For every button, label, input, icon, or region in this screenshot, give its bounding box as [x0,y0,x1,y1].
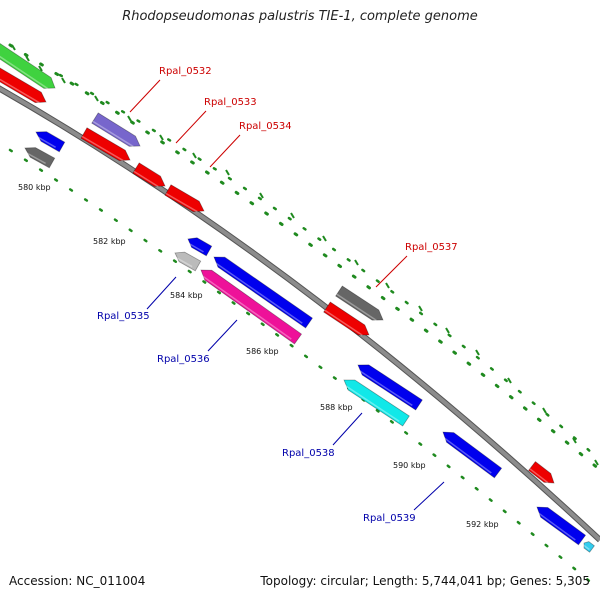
guide-dash [418,305,423,312]
guide-dash [127,115,132,122]
guide-dash [38,65,43,72]
guide-dash [507,377,512,384]
gene-label-leader [209,134,241,168]
tick-label: 582 kbp [93,237,126,246]
gene-feature-highlight [172,255,193,268]
guide-dash [475,349,480,356]
gene-label[interactable]: Rpal_0535 [97,311,150,322]
map-title: Rhodopseudomonas palustris TIE-1, comple… [122,9,478,24]
guide-dash [11,44,16,51]
guide-dash [572,437,577,444]
gene-label-leader [375,255,408,288]
guide-dash [322,235,327,242]
guide-dash [290,212,295,219]
gene-feature-highlight [33,134,56,148]
gene-feature-highlight [336,293,377,322]
gene-feature-arrow[interactable] [35,131,66,153]
gene-feature-highlight [198,272,292,340]
gene-feature-arrow[interactable] [442,431,503,479]
guide-dash [594,459,599,466]
gene-feature-arrow[interactable] [200,269,303,345]
gene-feature-arrow[interactable] [187,237,213,257]
gene-feature-arrow[interactable] [24,147,56,169]
guide-track-1 [8,43,600,472]
gene-label-leader [146,276,177,310]
gene-feature-arrow[interactable] [174,251,202,272]
tick-label: 590 kbp [393,461,426,470]
gene-feature-arrow[interactable] [335,285,384,321]
gene-feature-highlight [165,192,198,213]
gene-label[interactable]: Rpal_0534 [239,121,292,132]
guide-dash [542,407,547,414]
tick-label: 586 kbp [246,347,279,356]
gene-label-leader [207,319,238,352]
gene-feature-arrow[interactable] [80,127,131,162]
gene-feature-arrow[interactable] [0,43,56,89]
gene-feature-highlight [582,543,590,551]
scale-ticks: 580 kbp 582 kbp 584 kbp 586 kbp 588 kbp 590 k… [18,183,499,529]
gene-feature-highlight [529,468,549,484]
gene-features [0,43,595,553]
tick-label: 588 kbp [320,403,353,412]
gene-feature-highlight [0,55,49,90]
gene-feature-highlight [81,135,124,162]
gene-feature-arrow[interactable] [0,67,47,104]
gene-label-leader [332,412,363,446]
gene-label[interactable]: Rpal_0533 [204,97,257,108]
gene-label-leader [129,79,161,113]
gene-feature-highlight [0,78,40,104]
gene-feature-highlight [185,241,204,253]
tick-label: 580 kbp [18,183,51,192]
gene-feature-arrow[interactable] [343,379,410,427]
gene-feature-arrow[interactable] [357,364,423,411]
gene-feature-highlight [341,382,400,423]
gene-feature-highlight [440,434,492,474]
gene-label[interactable]: Rpal_0539 [363,513,416,524]
gene-feature-highlight [355,367,413,407]
tick-label: 592 kbp [466,520,499,529]
gene-feature-arrow[interactable] [132,162,166,187]
guide-dash [94,95,99,102]
guide-dash [61,77,66,84]
guide-dash [354,259,359,266]
gene-feature-highlight [92,120,134,148]
gene-label-leader [175,110,207,144]
gene-feature-arrow[interactable] [91,112,141,147]
gene-label[interactable]: Rpal_0537 [405,242,458,253]
gene-feature-arrow[interactable] [583,541,595,553]
guide-dash [192,152,197,159]
gene-feature-arrow[interactable] [528,461,555,484]
gene-label[interactable]: Rpal_0538 [282,448,335,459]
gene-label[interactable]: Rpal_0536 [157,354,210,365]
accession-text: Accession: NC_011004 [9,574,146,588]
gene-feature-arrow[interactable] [323,301,370,336]
tick-label: 584 kbp [170,291,203,300]
guide-dash [259,192,264,199]
gene-labels: Rpal_0532Rpal_0533Rpal_0534Rpal_0537Rpal… [97,66,458,524]
gene-feature-highlight [211,259,303,324]
guide-dash [225,169,230,176]
gene-feature-highlight [324,309,363,336]
gene-feature-highlight [534,509,576,541]
dotted-guide-tracks [8,43,600,592]
guide-dash [445,327,450,334]
gene-feature-arrow[interactable] [164,184,205,213]
guide-dash [385,282,390,289]
guide-dash [25,55,30,62]
guide-dash [159,134,164,141]
gene-label[interactable]: Rpal_0532 [159,66,212,77]
genome-summary-text: Topology: circular; Length: 5,744,041 bp… [260,574,590,588]
gene-feature-highlight [22,150,46,165]
gene-label-leader [413,481,445,511]
guide-track-2 [8,148,600,592]
gene-feature-arrow[interactable] [213,256,313,329]
gene-feature-highlight [133,170,159,188]
gene-feature-arrow[interactable] [536,506,587,546]
